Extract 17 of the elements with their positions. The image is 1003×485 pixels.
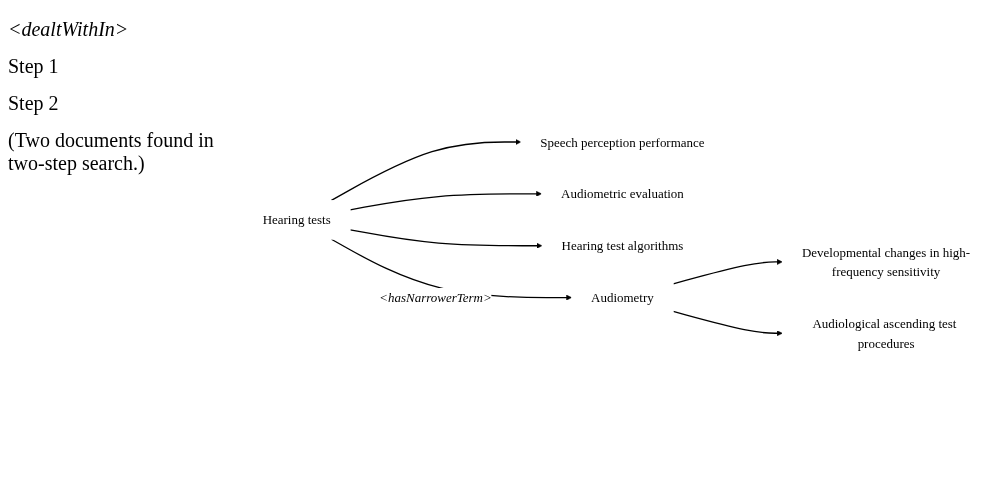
arrow: [349, 191, 542, 211]
arrow: [330, 139, 522, 201]
node-text: Speech perception performance: [540, 134, 705, 150]
node-text: Audiometric evaluation: [561, 186, 684, 201]
edge-label: <hasNarrowerTerm>: [379, 290, 492, 305]
arrow: [672, 259, 783, 285]
note-text: Step 1: [8, 55, 60, 78]
relation-label: <dealtWithIn>: [8, 18, 130, 41]
node-text: Audiological ascending test procedures: [812, 316, 957, 351]
node-text: Audiometry: [591, 290, 654, 305]
node-text: Hearing test algorithms: [561, 238, 684, 253]
node-text: Developmental changes in high-frequency sensitivity: [801, 245, 971, 279]
node-text: Hearing tests: [262, 212, 331, 227]
arrow: [349, 229, 543, 249]
arrow: [672, 310, 783, 337]
note-text: Step 2: [8, 92, 60, 115]
note-text: (Two documents found in two-step search.): [8, 129, 215, 175]
